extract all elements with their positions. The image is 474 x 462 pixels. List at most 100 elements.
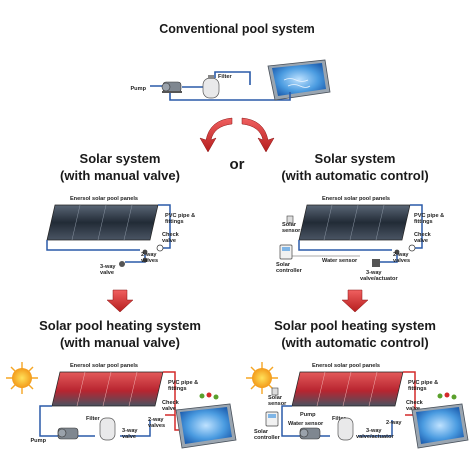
check-label-2-ha: valve	[406, 406, 420, 412]
pump-icon-hm	[57, 427, 79, 440]
branch-arrow-left	[199, 117, 233, 153]
threeway-label-1-auto: 3-way	[366, 270, 382, 276]
panels-label-manual: Enersol solar pool panels	[70, 196, 138, 202]
check-label-1-manual: Check	[162, 232, 180, 238]
threeway-label-1-ha: 3-way	[366, 428, 382, 434]
twoway-label-1-manual: 2-way	[141, 252, 157, 258]
solar-sensor-icon	[286, 215, 294, 224]
birds-icon-ha	[437, 392, 457, 400]
title-auto-2: (with automatic control)	[281, 168, 428, 183]
filter-icon-ha	[337, 417, 354, 441]
twoway-label-2-manual: valves	[141, 258, 158, 264]
title-manual-2: (with manual valve)	[60, 168, 180, 183]
two-way-valve-icon-auto	[394, 249, 400, 255]
heating-manual-system: Enersol solar pool panels PVC pipe & fit…	[6, 362, 237, 449]
pvc-label-1-ha: PVC pipe &	[408, 380, 438, 386]
panels-label-hm: Enersol solar pool panels	[70, 363, 138, 369]
check-label-2-manual: valve	[162, 238, 176, 244]
title-heating-manual-1: Solar pool heating system	[39, 318, 201, 333]
solar-sensor-label-2: sensor	[282, 228, 301, 234]
solar-sensor-label-1-ha: Solar	[268, 395, 283, 401]
solar-sensor-label-2-ha: sensor	[268, 401, 287, 407]
threeway-label-2-manual: valve	[100, 270, 114, 276]
branch-arrow-right	[241, 117, 275, 153]
down-arrow-right	[341, 289, 369, 313]
twoway-label-2-hm: valves	[148, 423, 165, 429]
panels-label-auto: Enersol solar pool panels	[322, 196, 390, 202]
pump-icon-ha	[299, 427, 321, 440]
check-label-2-auto: valve	[414, 238, 428, 244]
pump-label-hm: Pump	[30, 438, 46, 444]
twoway-label-ha: 2-way	[386, 420, 402, 426]
conventional-system: Pump Filter	[130, 59, 331, 101]
two-way-valve-icon	[142, 249, 148, 255]
pvc-label-2-auto: fittings	[414, 219, 433, 225]
panels-label-ha: Enersol solar pool panels	[312, 363, 380, 369]
pool-icon-ha	[411, 403, 469, 449]
solar-controller-icon	[279, 244, 293, 260]
threeway-label-1-manual: 3-way	[100, 264, 116, 270]
check-label-1-auto: Check	[414, 232, 432, 238]
threeway-label-1-hm: 3-way	[122, 428, 138, 434]
controller-label-2-ha: controller	[254, 435, 281, 441]
pvc-label-1-auto: PVC pipe &	[414, 213, 444, 219]
twoway-label-1-auto: 2-way	[393, 252, 409, 258]
solar-panels-auto	[298, 204, 411, 241]
controller-label-2-auto: controller	[276, 268, 303, 274]
solar-sensor-label-1: Solar	[282, 222, 297, 228]
filter-icon	[202, 75, 220, 99]
pvc-label-2-manual: fittings	[165, 219, 184, 225]
solar-panels-manual	[46, 204, 159, 241]
check-label-1-ha: Check	[406, 400, 424, 406]
sun-icon-auto	[246, 362, 278, 394]
pool-return-pipe	[280, 92, 291, 101]
check-label-2-hm: valve	[162, 406, 176, 412]
down-arrow-left	[106, 289, 134, 313]
pool-icon	[267, 59, 331, 101]
filter-icon-hm	[99, 417, 116, 441]
solar-sensor-icon-ha	[271, 387, 279, 396]
hot-panels-manual	[51, 371, 164, 407]
title-heating-manual-2: (with manual valve)	[60, 335, 180, 350]
filter-label: Filter	[218, 74, 232, 80]
twoway-label-2-auto: valves	[393, 258, 410, 264]
title-auto-1: Solar system	[315, 151, 396, 166]
check-valve-icon-auto	[408, 244, 416, 252]
title-manual-1: Solar system	[80, 151, 161, 166]
controller-label-1-ha: Solar	[254, 429, 269, 435]
check-valve-icon	[156, 244, 164, 252]
auto-solar-system: Enersol solar pool panels Solar sensor S…	[276, 196, 444, 282]
or-label: or	[230, 156, 245, 173]
water-sensor-label-auto: Water sensor	[322, 258, 358, 264]
three-way-valve-icon	[119, 261, 125, 267]
controller-label-1-auto: Solar	[276, 262, 291, 268]
water-sensor-label-ha: Water sensor	[288, 421, 324, 427]
sun-icon	[6, 362, 38, 394]
pvc-label-1-manual: PVC pipe &	[165, 213, 195, 219]
birds-icon	[199, 392, 219, 400]
hot-panels-auto	[291, 371, 404, 407]
title-heating-auto-2: (with automatic control)	[281, 335, 428, 350]
pvc-label-1-hm: PVC pipe &	[168, 380, 198, 386]
check-label-1-hm: Check	[162, 400, 180, 406]
pump-label-ha: Pump	[300, 412, 316, 418]
pvc-label-2-hm: fittings	[168, 386, 187, 392]
pump-icon	[161, 81, 182, 93]
twoway-label-1-hm: 2-way	[148, 417, 164, 423]
two-way-valve-icon-2	[142, 257, 148, 263]
filter-label-hm: Filter	[86, 416, 100, 422]
pump-label: Pump	[130, 86, 146, 92]
manual-solar-system: Enersol solar pool panels PVC pipe & fit…	[46, 196, 195, 276]
title-conventional: Conventional pool system	[159, 22, 315, 36]
pool-icon-hm	[175, 403, 237, 449]
threeway-label-2-auto: valve/actuator	[360, 276, 398, 282]
pvc-label-2-ha: fittings	[408, 386, 427, 392]
actuator-valve-icon	[372, 259, 380, 267]
threeway-label-2-hm: valve	[122, 434, 136, 440]
heating-auto-system: Enersol solar pool panels PVC pipe & fit…	[246, 362, 469, 449]
threeway-label-2-ha: valve/actuator	[356, 434, 394, 440]
title-heating-auto-1: Solar pool heating system	[274, 318, 436, 333]
filter-label-ha: Filter	[332, 416, 346, 422]
